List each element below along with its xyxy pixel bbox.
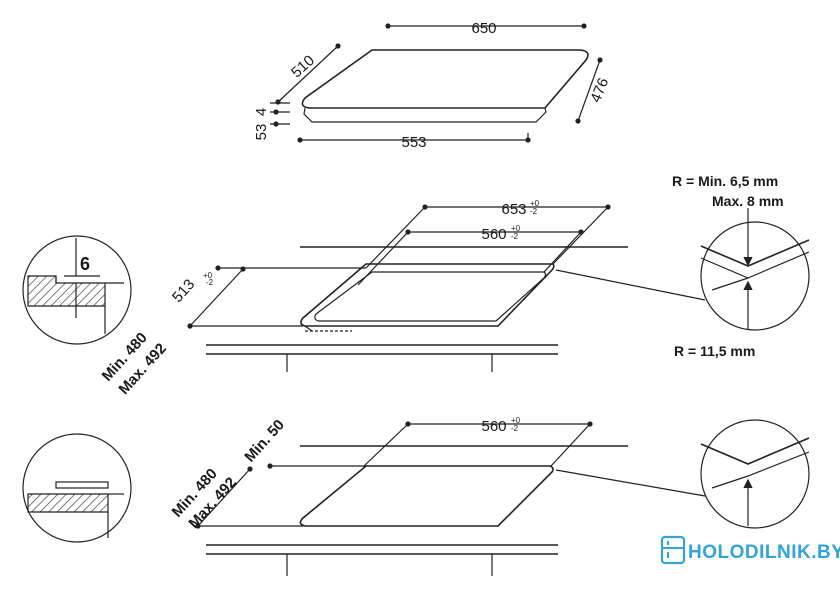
hob-top-view: [270, 23, 603, 143]
label-side-476: 476: [587, 76, 612, 106]
detail-circle-flush: [22, 235, 132, 345]
flush-mount-view: [187, 204, 706, 372]
fridge-icon: [660, 535, 686, 565]
label-flush-560: 560: [481, 226, 506, 243]
label-standard-560-tol-minus: -2: [511, 424, 519, 433]
label-flush-653-tol-plus: +0: [530, 199, 540, 208]
brand-name: HOLODILNIK.BY: [688, 542, 840, 563]
label-cutout-553: 553: [401, 134, 426, 151]
label-radius-min: R = Min. 6,5 mm: [672, 173, 778, 189]
label-flush-653-tol-minus: -2: [530, 207, 538, 216]
label-standard-560-tol-plus: +0: [511, 416, 521, 425]
label-flush-513: 513: [169, 276, 198, 306]
label-thickness-53: 53: [253, 124, 270, 141]
label-flush-560-tol-minus: -2: [511, 232, 519, 241]
label-radius-max: Max. 8 mm: [712, 193, 784, 209]
label-thickness-4: 4: [253, 108, 270, 116]
detail-circle-radius-flush: [700, 208, 810, 331]
label-width-650: 650: [471, 20, 496, 37]
labels: 650 510 476 553 4 53 653 +0 -2 560 +0 -2…: [80, 20, 784, 532]
label-standard-min50: Min. 50: [241, 416, 288, 465]
detail-circle-standard: [22, 433, 132, 543]
label-flush-513-tol-minus: -2: [206, 278, 214, 287]
label-depth-510: 510: [288, 52, 318, 81]
brand-logo: HOLODILNIK.BY: [660, 535, 840, 565]
detail-circle-radius-standard: [700, 419, 810, 529]
label-detail-6: 6: [80, 254, 90, 274]
label-flush-513-tol-plus: +0: [203, 271, 213, 280]
label-standard-560: 560: [481, 418, 506, 435]
label-radius-inner: R = 11,5 mm: [674, 343, 755, 359]
label-flush-653: 653: [501, 201, 526, 218]
label-flush-560-tol-plus: +0: [511, 224, 521, 233]
standard-mount-view: [195, 421, 706, 576]
